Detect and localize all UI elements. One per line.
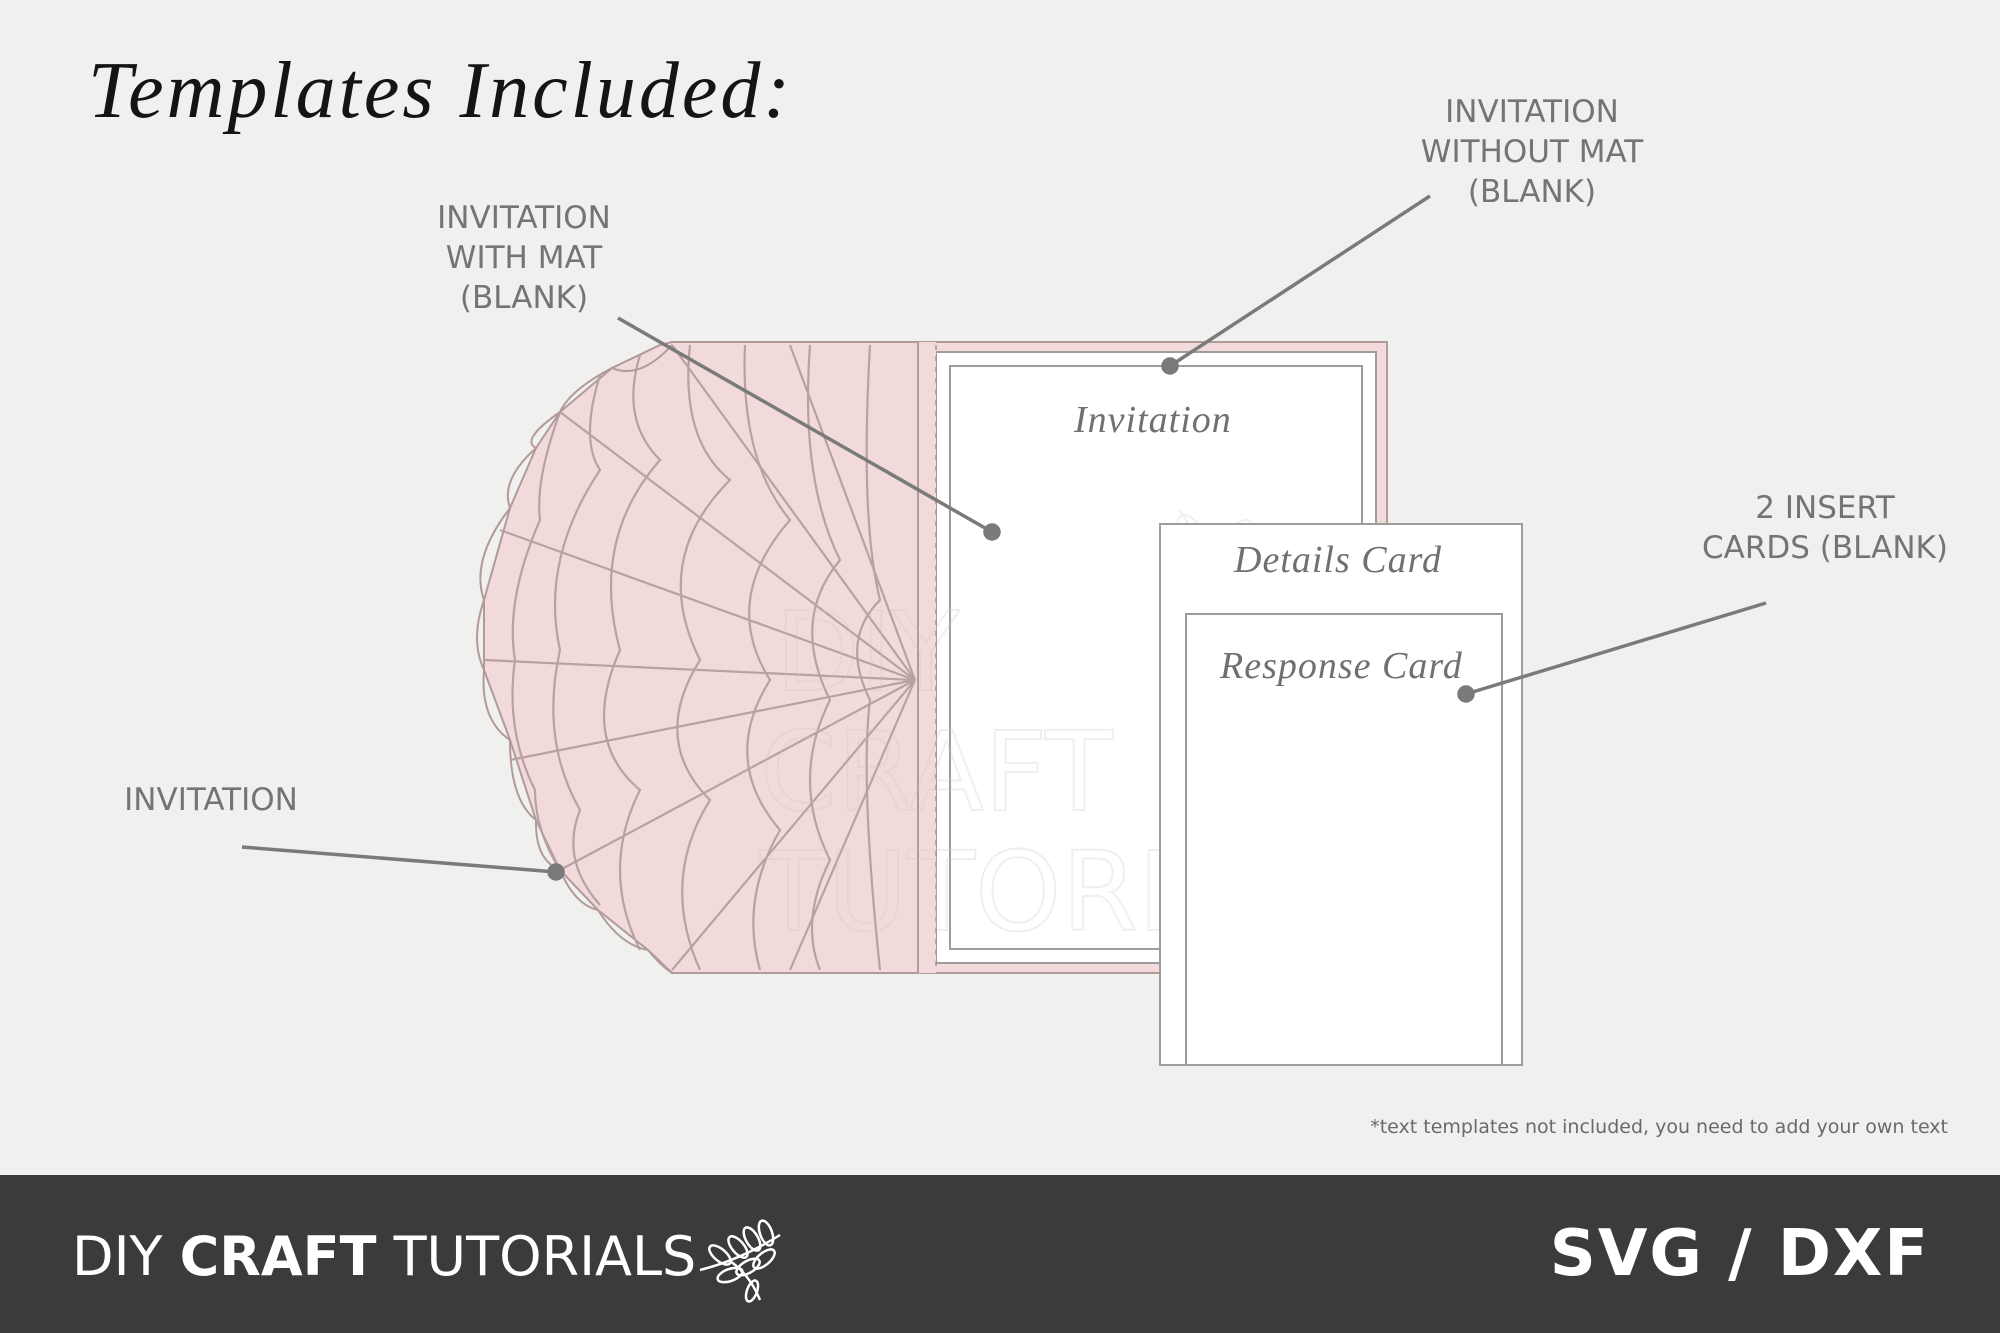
brand-part: DIY — [72, 1225, 180, 1288]
label-line: (BLANK) — [1467, 174, 1597, 210]
label-invitation-with-mat: INVITATION WITH MAT (BLANK) — [424, 198, 624, 318]
label-insert-cards: 2 INSERT CARDS (BLANK) — [1694, 488, 1956, 568]
label-line: INVITATION — [124, 782, 298, 818]
page-title: Templates Included: — [88, 47, 794, 135]
label-line: INVITATION — [1445, 94, 1619, 130]
leader-without-mat — [1169, 194, 1431, 368]
label-line: (BLANK) — [459, 280, 589, 316]
invitation-card-text: Invitation — [1074, 399, 1232, 441]
response-card — [1185, 613, 1503, 1066]
label-line: WITHOUT MAT — [1420, 134, 1644, 170]
leader-insert-cards-dot — [1457, 685, 1475, 703]
watermark-craft: CRAFT — [760, 708, 1113, 836]
label-invitation: INVITATION — [112, 780, 310, 820]
leader-invitation — [241, 845, 557, 874]
leader-invitation-dot — [547, 863, 565, 881]
web-scallop-edge — [476, 344, 673, 974]
brand-part: TUTORIALS — [376, 1225, 697, 1288]
response-card-text: Response Card — [1220, 645, 1463, 687]
fold-strip — [918, 342, 936, 973]
label-line: CARDS (BLANK) — [1702, 530, 1948, 566]
brand-part: CRAFT — [179, 1225, 377, 1288]
leader-without-mat-dot — [1161, 357, 1179, 375]
leader-with-mat — [617, 316, 993, 534]
details-card-text: Details Card — [1234, 539, 1442, 581]
spider-web-threads — [483, 344, 917, 971]
footer-bar: DIY CRAFT TUTORIALS SVG / DXF — [0, 1175, 2000, 1333]
leader-insert-cards — [1465, 601, 1767, 696]
template-diagram: DIY CRAFT TUTORIALS — [241, 194, 1767, 1066]
file-formats: SVG / DXF — [1549, 1217, 1930, 1291]
footnote: *text templates not included, you need t… — [1370, 1116, 1948, 1138]
leaf-sprig-icon — [699, 1219, 781, 1303]
canvas: Templates Included: — [88, 47, 1956, 1138]
label-invitation-without-mat: INVITATION WITHOUT MAT (BLANK) — [1400, 92, 1664, 212]
brand-name: DIY CRAFT TUTORIALS — [72, 1225, 696, 1288]
leader-with-mat-dot — [983, 523, 1001, 541]
label-line: 2 INSERT — [1755, 490, 1895, 526]
watermark-diy: DIY — [775, 588, 960, 716]
leader-lines — [241, 194, 1767, 881]
label-line: WITH MAT — [445, 240, 603, 276]
label-line: INVITATION — [437, 200, 611, 236]
